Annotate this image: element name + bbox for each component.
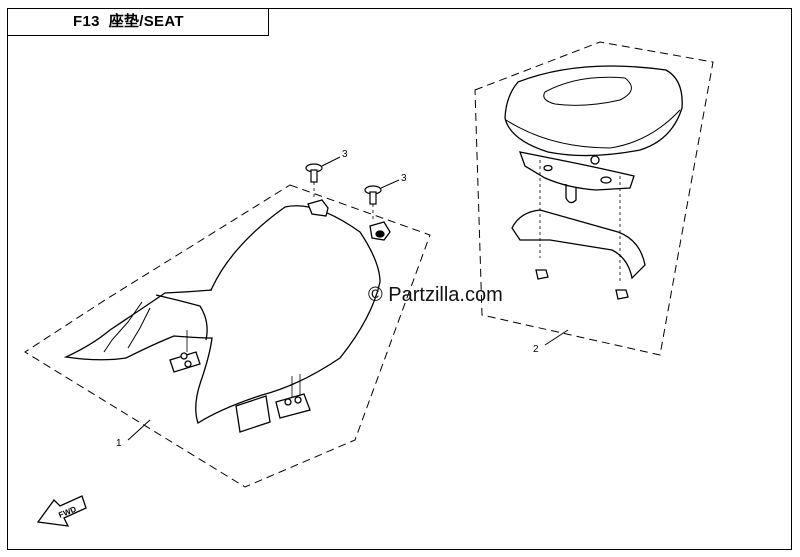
rear-seat-nut-right [615,289,629,300]
front-seat-bracket-left [307,199,329,217]
front-seat-pan-lip [155,294,208,341]
rear-seat-cushion-top [543,76,632,106]
rear-seat-base-plate [519,151,635,191]
section-title: 座垫/SEAT [108,13,184,30]
front-seat-group-outline [24,184,431,488]
rear-seat-bracket [511,209,646,280]
bolt-shank [369,191,377,205]
bolt-shank [310,169,318,183]
fwd-arrow-icon: FWD [36,495,87,527]
leader-line-3-right [380,179,400,189]
rear-seat-nut-left [535,269,549,280]
diagram-frame [7,8,792,550]
section-code: F13 [73,13,100,30]
watermark: © Partzilla.com [368,284,503,306]
rear-seat-cushion-side [505,109,681,149]
rear-seat-nut [590,155,600,165]
title-box [7,8,269,36]
callout-1: 1 [116,438,122,449]
bolt-part-3-left[interactable] [305,163,323,200]
rear-seat-plate-hole [543,164,553,172]
front-seat-block-right [275,393,311,419]
callout-3-left: 3 [342,149,348,160]
front-seat-strap [103,301,151,353]
front-seat-nut [180,352,188,360]
callout-2: 2 [533,344,539,355]
rear-seat-latch [565,184,577,204]
front-seat-nut [184,360,192,368]
front-seat-block-center [235,395,271,433]
callout-3-right: 3 [401,173,407,184]
page-title: F13 座垫/SEAT [73,10,184,31]
bolt-part-3-right[interactable] [364,185,382,222]
leader-line-2 [544,329,569,346]
front-seat-pan-front [63,289,213,361]
rear-seat[interactable] [504,65,683,300]
front-seat-bracket-hole [375,230,385,238]
rear-seat-cushion [504,65,683,157]
front-seat-nut [294,396,302,404]
rear-seat-group-outline [474,41,714,356]
leader-line-3-left [321,156,341,167]
rear-seat-plate-hole [600,176,612,184]
front-seat-body [195,205,381,424]
leader-line-1 [127,419,151,441]
front-seat[interactable] [63,199,391,433]
front-seat-nut [284,398,292,406]
